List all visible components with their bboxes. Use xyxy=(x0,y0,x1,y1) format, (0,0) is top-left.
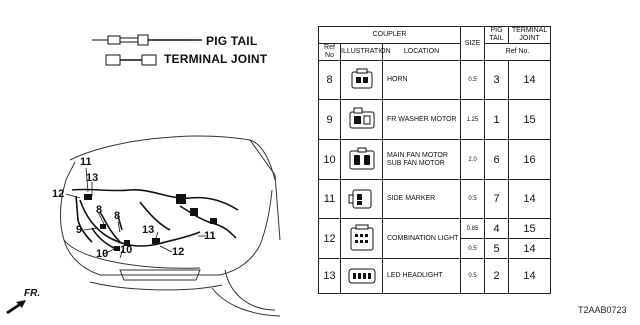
row-size: 0.5 xyxy=(460,179,486,219)
connector-illustration xyxy=(340,218,383,259)
row-size: 2.0 xyxy=(460,139,486,180)
table-row: 10 MAIN FAN MOTOR SUB FAN MOTOR 2.0 6 16 xyxy=(318,139,552,180)
header-illustration: ILLUSTRATION xyxy=(340,43,391,61)
coupler-table: COUPLER SIZE PIG TAIL TERMINAL JOINT Ref… xyxy=(317,26,552,294)
row-size: 1.25 xyxy=(460,99,486,140)
callout-11-right: 11 xyxy=(204,230,216,242)
row-location: SIDE MARKER xyxy=(381,179,462,219)
callout-13-upper: 13 xyxy=(86,172,99,184)
connector-illustration xyxy=(340,139,383,180)
row-terminal-joint: 15 xyxy=(508,99,552,140)
connector-icon xyxy=(349,107,374,128)
row-ref-no: 10 xyxy=(318,139,341,180)
connector-icon xyxy=(350,224,373,250)
connector-illustration xyxy=(340,179,383,219)
row-terminal-joint: 14 xyxy=(508,258,552,294)
callout-12-left: 12 xyxy=(52,188,65,200)
header-ref-no: Ref No xyxy=(318,43,341,61)
connector-icon xyxy=(348,268,375,284)
header-ref-no-sub: Ref No. xyxy=(484,43,552,61)
diagram-code: T2AAB0723 xyxy=(578,305,627,315)
callout-8-left: 8 xyxy=(96,204,103,216)
row-location: COMBINATION LIGHT xyxy=(381,218,462,259)
row-pig-tail: 4 xyxy=(484,218,510,239)
legend-graphics xyxy=(92,34,202,66)
row-location: FR WASHER MOTOR xyxy=(381,99,462,140)
row-location: HORN xyxy=(381,60,462,100)
row-ref-no: 11 xyxy=(318,179,341,219)
terminal-joint-label: TERMINAL JOINT xyxy=(164,52,268,66)
row-terminal-joint: 14 xyxy=(508,179,552,219)
row-size: 0.5 xyxy=(460,258,486,294)
callout-8-center: 8 xyxy=(114,210,121,222)
connector-icon xyxy=(351,68,372,89)
row-ref-no: 13 xyxy=(318,258,341,294)
row-location: LED HEADLIGHT xyxy=(381,258,462,294)
callout-10-center: 10 xyxy=(120,244,133,256)
table-row: 13 LED HEADLIGHT 0.5 2 14 xyxy=(318,258,552,294)
connector-illustration xyxy=(340,258,383,294)
table-row: 8 HORN 0.5 3 14 xyxy=(318,60,552,100)
callout-9: 9 xyxy=(76,224,83,236)
connector-illustration xyxy=(340,60,383,100)
row-location: MAIN FAN MOTOR SUB FAN MOTOR xyxy=(381,139,462,180)
table-row: 11 SIDE MARKER 0.5 7 14 xyxy=(318,179,552,219)
legend: PIG TAIL TERMINAL JOINT xyxy=(90,30,280,74)
row-size: 0.5 xyxy=(460,60,486,100)
table-row: 12 COMBINATION LIGHT 0.85 4 15 xyxy=(318,218,552,259)
callout-11-upper: 11 xyxy=(80,156,92,168)
row-pig-tail: 1 xyxy=(484,99,510,140)
pig-tail-symbol xyxy=(92,34,202,46)
header-location: LOCATION xyxy=(381,43,462,61)
engine-bay-illustration: 11 13 12 8 9 8 10 10 13 11 12 xyxy=(0,120,300,320)
row-pig-tail: 2 xyxy=(484,258,510,294)
pig-tail-label: PIG TAIL xyxy=(206,34,258,48)
header-terminal-joint: TERMINAL JOINT xyxy=(508,26,552,44)
forward-direction-label: FR. xyxy=(24,288,41,299)
header-pig-tail: PIG TAIL xyxy=(484,26,510,44)
table-row: 9 FR WASHER MOTOR 1.25 1 15 xyxy=(318,99,552,140)
connector-illustration xyxy=(340,99,383,140)
connector-icon xyxy=(349,147,374,169)
row-pig-tail: 5 xyxy=(484,238,510,259)
row-pig-tail: 3 xyxy=(484,60,510,100)
callout-13-center: 13 xyxy=(142,224,155,236)
callout-10-left: 10 xyxy=(96,248,109,260)
row-pig-tail: 7 xyxy=(484,179,510,219)
row-terminal-joint: 14 xyxy=(508,238,552,259)
row-terminal-joint: 16 xyxy=(508,139,552,180)
car-line-drawing xyxy=(59,135,281,317)
row-pig-tail: 6 xyxy=(484,139,510,180)
header-coupler: COUPLER xyxy=(317,26,462,44)
callout-12-lower: 12 xyxy=(172,246,185,258)
row-size: 0.5 xyxy=(460,238,486,259)
header-size: SIZE xyxy=(460,26,486,61)
row-ref-no: 8 xyxy=(318,60,341,100)
terminal-joint-symbol xyxy=(105,54,157,66)
forward-arrow-icon xyxy=(6,300,26,314)
row-ref-no: 9 xyxy=(318,99,341,140)
row-size: 0.85 xyxy=(460,218,486,239)
connector-icon xyxy=(348,189,371,209)
row-ref-no: 12 xyxy=(318,218,341,259)
row-terminal-joint: 15 xyxy=(508,218,552,239)
row-terminal-joint: 14 xyxy=(508,60,552,100)
